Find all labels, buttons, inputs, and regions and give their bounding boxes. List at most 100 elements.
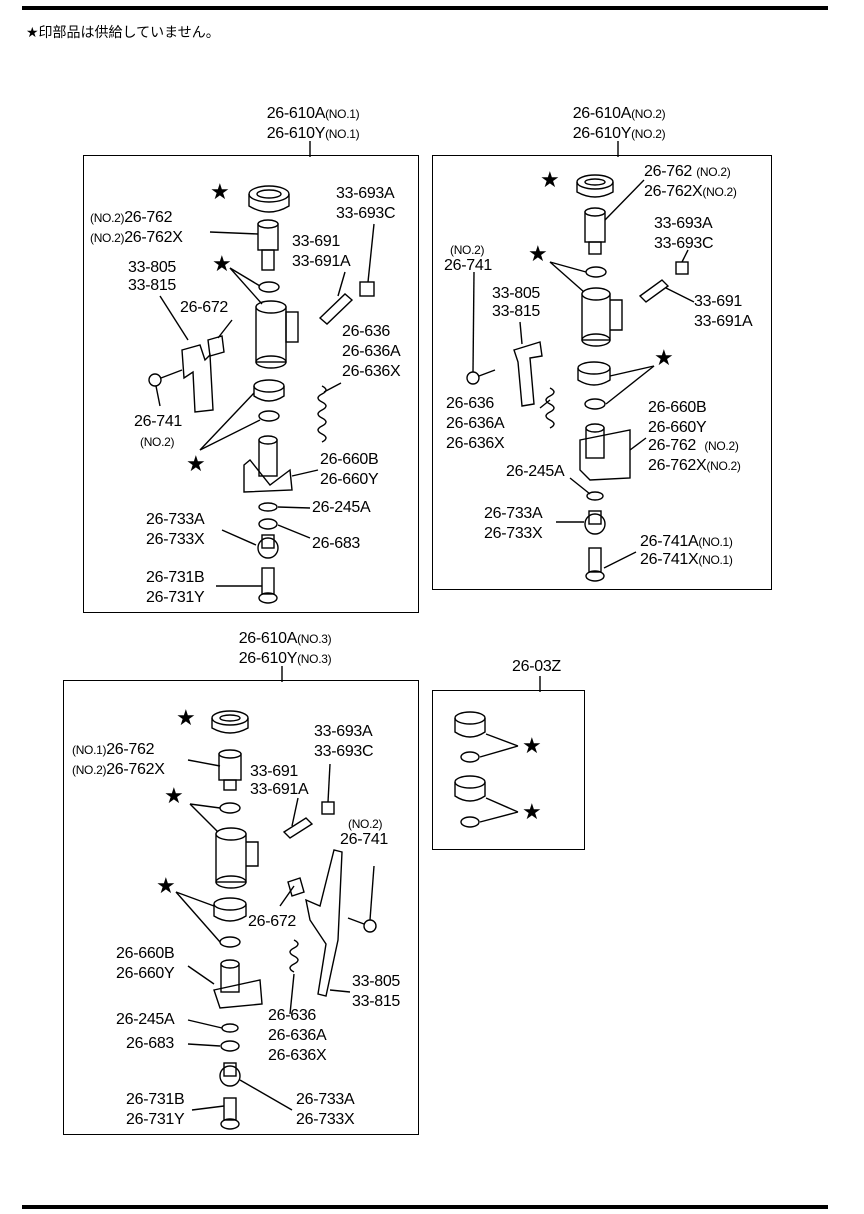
- p1-label-26-762: (NO.2)26-762: [90, 209, 173, 226]
- p2-label-no2: (NO.2): [450, 243, 485, 257]
- p3-label-26-683: 26-683: [126, 1035, 175, 1052]
- p3-label-no2: (NO.2): [348, 817, 383, 831]
- p3-label-26-660b: 26-660B: [116, 945, 175, 962]
- p1-header: 26-610A(NO.1) 26-610Y(NO.1): [266, 105, 360, 142]
- p1-label-26-245a: 26-245A: [312, 499, 371, 516]
- p2-seal: [585, 266, 607, 278]
- p3-spring: [289, 939, 299, 973]
- p3-label-33-691: 33-691: [250, 763, 299, 780]
- p2-nipple: [638, 261, 689, 303]
- supply-note: ★印部品は供給していません。: [26, 25, 220, 41]
- p1-washer: [258, 502, 278, 512]
- p3-piston: [213, 959, 263, 1009]
- p2-body: [581, 287, 623, 347]
- p3-washer: [221, 1023, 239, 1033]
- p2-screw: [585, 547, 605, 582]
- panel-no2-frame: [432, 155, 772, 590]
- p4-cap-2: [454, 775, 486, 802]
- p1-star-cap: ★: [210, 180, 230, 205]
- p1-bolt: [148, 369, 183, 387]
- p3-label-33-693c: 33-693C: [314, 743, 374, 760]
- p1-label-26-733a: 26-733A: [146, 511, 205, 528]
- p1-label-33-805: 33-805: [128, 259, 177, 276]
- p3-nipple: [282, 801, 335, 839]
- p1-label-26-636a: 26-636A: [342, 343, 401, 360]
- p2-star-cap: ★: [540, 168, 560, 193]
- p1-label-26-762x: (NO.2)26-762X: [90, 229, 183, 246]
- p2-bracket: [513, 341, 543, 407]
- p1-label-26-741: 26-741: [134, 413, 183, 430]
- p2-cap: [576, 174, 614, 198]
- p2-label-26-741x: 26-741X(NO.1): [640, 551, 733, 568]
- p2-label-33-693a: 33-693A: [654, 215, 713, 232]
- p2-label-33-693c: 33-693C: [654, 235, 714, 252]
- p3-bolt: [347, 917, 377, 933]
- p2-star-cup: ★: [654, 346, 674, 371]
- p3-seal: [219, 802, 241, 814]
- p1-star-cup: ★: [186, 452, 206, 477]
- p2-label-26-660y: 26-660Y: [648, 419, 707, 436]
- p1-label-33-691: 33-691: [292, 233, 341, 250]
- p3-label-33-693a: 33-693A: [314, 723, 373, 740]
- p1-gear: [257, 534, 279, 559]
- p2-label-33-691a: 33-691A: [694, 313, 753, 330]
- p2-bolt: [466, 369, 496, 385]
- p1-label-26-660y: 26-660Y: [320, 471, 379, 488]
- p2-piston: [579, 423, 631, 481]
- p3-cup: [213, 897, 247, 922]
- p3-label-26-636x: 26-636X: [268, 1047, 327, 1064]
- p1-label-26-731b: 26-731B: [146, 569, 205, 586]
- p3-ring: [219, 936, 241, 948]
- p1-label-33-693a: 33-693A: [336, 185, 395, 202]
- panel-no3-frame: [63, 680, 419, 1135]
- p1-seal: [258, 281, 280, 293]
- p2-gear: [584, 510, 606, 535]
- p2-star-seal: ★: [528, 242, 548, 267]
- p3-label-26-672: 26-672: [248, 913, 297, 930]
- p3-star-cap: ★: [176, 706, 196, 731]
- p1-label-26-660b: 26-660B: [320, 451, 379, 468]
- p2-label-33-691: 33-691: [694, 293, 743, 310]
- p3-label-26-636: 26-636: [268, 1007, 317, 1024]
- p1-spring: [317, 385, 327, 443]
- p3-bracket: [287, 849, 343, 997]
- p1-label-no2: (NO.2): [140, 435, 175, 449]
- p1-label-26-731y: 26-731Y: [146, 589, 205, 606]
- p3-label-26-762: (NO.1)26-762: [72, 741, 155, 758]
- p2-header: 26-610A(NO.2) 26-610Y(NO.2): [572, 105, 666, 142]
- p3-plunger: [218, 749, 242, 791]
- p1-label-26-672: 26-672: [180, 299, 229, 316]
- p3-label-26-741: 26-741: [340, 831, 389, 848]
- p3-cap: [211, 710, 249, 734]
- p3-label-26-245a: 26-245A: [116, 1011, 175, 1028]
- p3-label-26-731b: 26-731B: [126, 1091, 185, 1108]
- p2-label-26-741: 26-741: [444, 257, 493, 274]
- p2-label-26-733x: 26-733X: [484, 525, 543, 542]
- p3-screw: [220, 1097, 240, 1130]
- p2-washer: [586, 491, 604, 501]
- p3-label-33-815: 33-815: [352, 993, 401, 1010]
- p4-cap-1: [454, 711, 486, 738]
- panel-kit-frame: [432, 690, 585, 850]
- p1-label-26-636: 26-636: [342, 323, 391, 340]
- p3-label-26-733x: 26-733X: [296, 1111, 355, 1128]
- p2-label-33-805: 33-805: [492, 285, 541, 302]
- p1-label-33-693c: 33-693C: [336, 205, 396, 222]
- p4-header: 26-03Z: [512, 658, 561, 675]
- p3-gear: [219, 1062, 241, 1087]
- p2-label-26-762x-lower: 26-762X(NO.2): [648, 457, 741, 474]
- p2-label-33-815: 33-815: [492, 303, 541, 320]
- p3-oring: [220, 1040, 240, 1052]
- p3-label-26-733a: 26-733A: [296, 1091, 355, 1108]
- p3-label-26-731y: 26-731Y: [126, 1111, 185, 1128]
- p3-label-33-805: 33-805: [352, 973, 401, 990]
- p4-ring-2: [460, 816, 480, 828]
- p1-cap: [248, 185, 290, 213]
- p1-bracket: [181, 335, 225, 413]
- p4-star-1: ★: [522, 734, 542, 759]
- p2-label-26-762-lower: 26-762 (NO.2): [648, 437, 739, 454]
- p1-label-26-733x: 26-733X: [146, 531, 205, 548]
- p3-body: [215, 827, 259, 889]
- p2-spring: [545, 387, 555, 429]
